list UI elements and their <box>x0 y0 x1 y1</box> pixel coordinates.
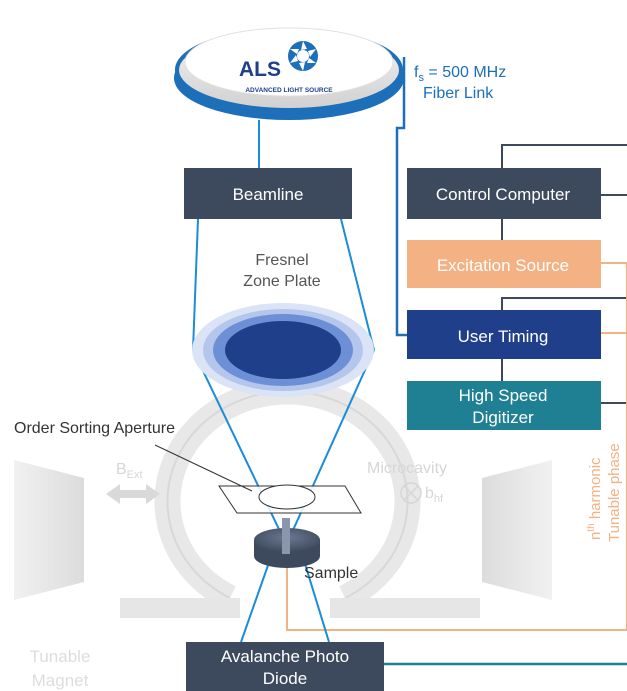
als-aperture-icon <box>288 41 318 71</box>
right-base-rail <box>330 598 480 618</box>
aperture-label: Order Sorting Aperture <box>14 420 175 437</box>
b-ext-arrow-icon <box>106 484 160 504</box>
svg-text:Avalanche Photo: Avalanche Photo <box>221 647 349 666</box>
als-logo: ALS ADVANCED LIGHT SOURCE <box>239 41 333 94</box>
user-timing-box: User Timing <box>407 310 601 359</box>
digitizer-box: High Speed Digitizer <box>407 381 601 430</box>
b-ext-label: BExt <box>116 461 143 481</box>
svg-text:Beamline: Beamline <box>233 185 304 204</box>
fiber-link-label: fs = 500 MHz Fiber Link <box>414 64 506 102</box>
als-storage-ring <box>174 27 404 120</box>
order-sorting-aperture <box>218 484 362 514</box>
tunable-phase-label: Tunable phase <box>606 443 623 542</box>
zone-plate-label-line1: Fresnel <box>255 252 308 269</box>
svg-text:Digitizer: Digitizer <box>472 408 534 427</box>
fiber-link-line <box>395 57 407 337</box>
sample-label: Sample <box>304 565 358 582</box>
svg-text:Control Computer: Control Computer <box>436 185 571 204</box>
sample-disk <box>254 518 320 568</box>
zone-plate-label-line2: Zone Plate <box>243 273 320 290</box>
connection-lines <box>286 57 627 666</box>
excitation-source-box: Excitation Source <box>407 240 601 288</box>
svg-text:fs = 500 MHz: fs = 500 MHz <box>414 64 506 84</box>
svg-text:Diode: Diode <box>263 669 307 688</box>
left-magnet-pole <box>14 460 84 600</box>
beamline-box: Beamline <box>184 168 352 219</box>
svg-text:Fiber Link: Fiber Link <box>423 85 494 102</box>
left-base-rail <box>120 598 240 618</box>
circled-cross-icon <box>400 482 422 504</box>
harmonic-label: nth harmonic <box>586 457 604 540</box>
svg-text:ADVANCED LIGHT SOURCE: ADVANCED LIGHT SOURCE <box>245 87 333 94</box>
tunable-label: Tunable <box>30 647 91 666</box>
beam-path <box>192 120 375 643</box>
photodiode-box: Avalanche Photo Diode <box>186 642 384 691</box>
b-hf-label: bhf <box>425 485 444 505</box>
aperture-pointer <box>154 444 253 492</box>
harmonic-line <box>286 262 627 631</box>
svg-text:High Speed: High Speed <box>459 386 548 405</box>
fresnel-zone-plate <box>192 303 374 397</box>
svg-text:User Timing: User Timing <box>458 327 549 346</box>
microcavity-label: Microcavity <box>367 460 447 477</box>
svg-text:Excitation Source: Excitation Source <box>437 256 569 275</box>
svg-text:ALS: ALS <box>239 58 281 81</box>
right-magnet-pole <box>482 460 552 600</box>
control-computer-box: Control Computer <box>407 168 601 219</box>
magnet-label: Magnet <box>32 671 89 690</box>
